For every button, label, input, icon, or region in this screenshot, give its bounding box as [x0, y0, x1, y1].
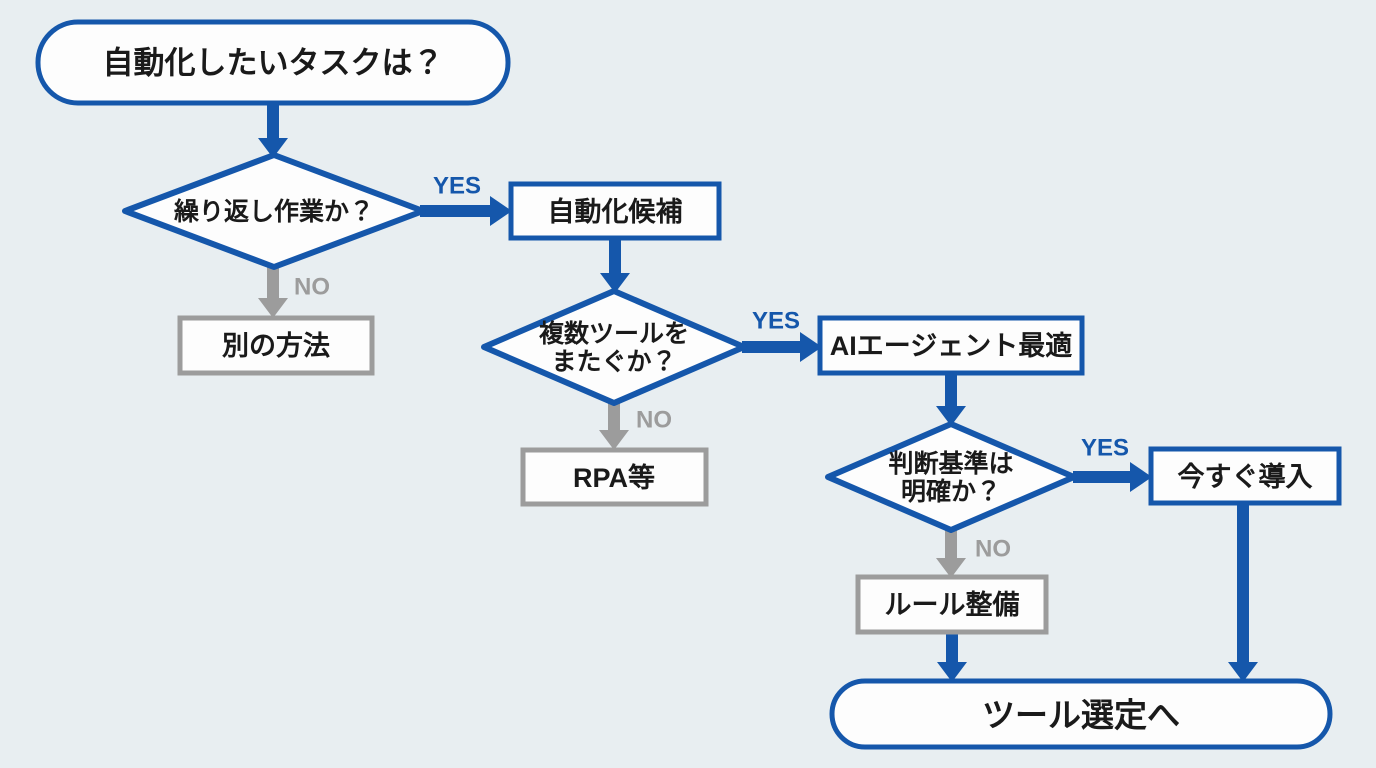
- start-node-label: 自動化したいタスクは？: [103, 46, 444, 81]
- ai-agent-best-node: [817, 315, 1085, 376]
- ai-agent-best-label: AIエージェント最適: [830, 331, 1072, 361]
- arrow-decision3-yes: [1073, 462, 1152, 492]
- end-node-label: ツール選定へ: [982, 697, 1180, 734]
- arrow-deploy-to-end: [1228, 501, 1258, 682]
- arrow-rule-to-end: [937, 630, 967, 682]
- arrow-decision1-no: [258, 264, 288, 318]
- automation-candidate-node: [508, 181, 722, 241]
- start-node: [35, 19, 511, 106]
- decision-criteria-clear-label-line1: 判断基準は: [888, 449, 1013, 478]
- arrow-decision2-no: [599, 401, 629, 450]
- rpa-etc-node: [520, 447, 709, 507]
- arrow-decision1-yes: [420, 196, 512, 226]
- deploy-now-node: [1148, 446, 1342, 506]
- decision-multi-tool-label-line1: 複数ツールを: [539, 320, 689, 348]
- decision-criteria-clear: [825, 421, 1077, 533]
- decision1-no-label: NO: [294, 274, 330, 301]
- decision-criteria-clear-label-line2: 明確か？: [901, 478, 1001, 506]
- decision3-yes-label: YES: [1081, 435, 1129, 462]
- arrow-ai-to-decision3: [936, 371, 966, 426]
- arrow-start-to-decision1: [258, 100, 288, 158]
- decision2-no-label: NO: [636, 407, 672, 434]
- decision3-no-label: NO: [975, 536, 1011, 563]
- decision1-yes-label: YES: [433, 173, 481, 200]
- decision-repetitive: [122, 152, 426, 270]
- rpa-etc-label: RPA等: [573, 462, 655, 493]
- decision-multi-tool-label-line2: またぐか？: [551, 348, 676, 376]
- decision-multi-tool: [481, 288, 747, 406]
- arrow-decision3-no: [936, 528, 966, 578]
- alternative-method-node: [177, 315, 375, 376]
- decision2-yes-label: YES: [752, 308, 800, 335]
- rule-preparation-node: [855, 574, 1049, 635]
- arrow-decision2-yes: [742, 332, 822, 362]
- alternative-method-label: 別の方法: [222, 331, 330, 361]
- rule-preparation-label: ルール整備: [885, 590, 1020, 620]
- decision-repetitive-label: 繰り返し作業か？: [174, 197, 374, 226]
- arrow-candidate-to-decision2: [600, 236, 630, 293]
- deploy-now-label: 今すぐ導入: [1178, 461, 1313, 492]
- automation-candidate-label: 自動化候補: [548, 196, 683, 227]
- end-node: [829, 678, 1333, 750]
